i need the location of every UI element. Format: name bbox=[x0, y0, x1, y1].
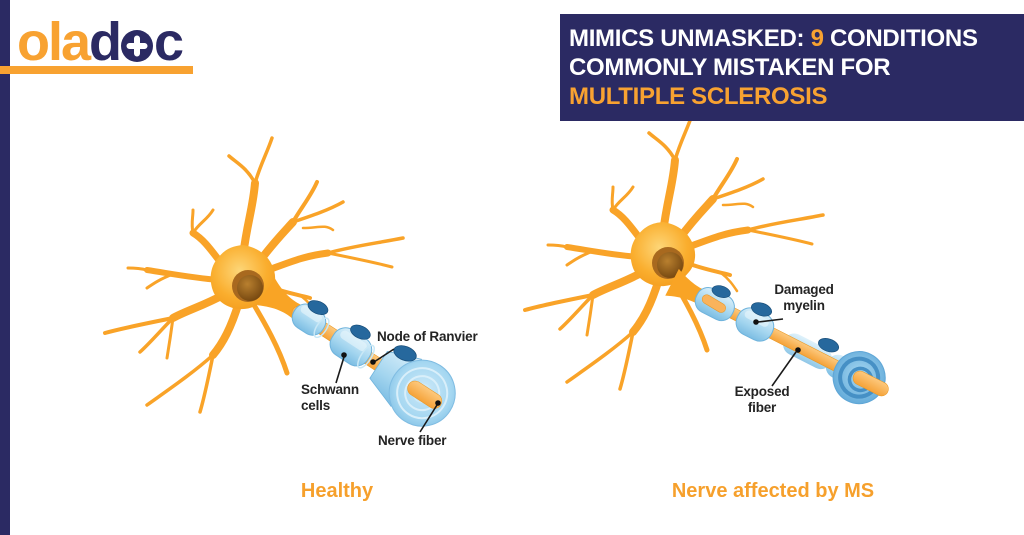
schwann-cells-label: Schwann cells bbox=[301, 382, 359, 413]
ms-neuron-graphic bbox=[525, 115, 889, 405]
logo-text-c: c bbox=[154, 12, 184, 72]
banner-number: 9 bbox=[810, 25, 824, 52]
pointer-lines bbox=[335, 318, 797, 433]
plus-icon bbox=[121, 16, 154, 62]
logo-text-d: d bbox=[89, 12, 122, 72]
exposed-fiber-label: Exposed fiber bbox=[734, 384, 790, 415]
ms-caption: Nerve affected by MS bbox=[671, 480, 875, 502]
banner-line-2: COMMONLY MISTAKEN FOR bbox=[569, 54, 891, 81]
left-accent-bar bbox=[0, 0, 10, 535]
title-banner: MIMICS UNMASKED: 9 CONDITIONS COMMONLY M… bbox=[560, 14, 1024, 121]
damaged-myelin-label: Damaged myelin bbox=[774, 282, 834, 313]
banner-line-3: MULTIPLE SCLEROSIS bbox=[569, 83, 828, 110]
pointer-dots bbox=[341, 319, 801, 406]
logo-underline bbox=[0, 66, 193, 74]
healthy-caption: Healthy bbox=[300, 480, 374, 502]
banner-line-1: MIMICS UNMASKED: 9 CONDITIONS bbox=[569, 25, 978, 52]
nerve-fiber-label: Nerve fiber bbox=[378, 433, 447, 448]
healthy-neuron-graphic bbox=[105, 138, 456, 427]
logo-text-ola: ola bbox=[17, 12, 91, 72]
node-of-ranvier-label: Node of Ranvier bbox=[377, 329, 478, 344]
